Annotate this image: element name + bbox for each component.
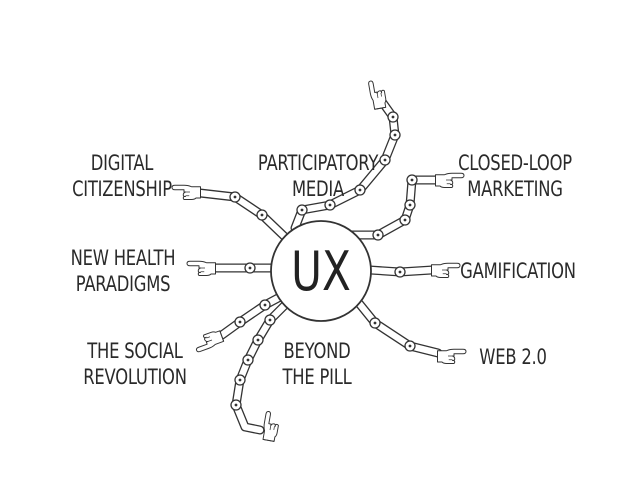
pointing-hand-icon: [437, 348, 467, 364]
pointing-hand-icon: [367, 78, 388, 111]
pointing-hand-icon: [192, 328, 225, 353]
node-web-2-0: WEB 2.0: [479, 345, 547, 369]
arm-web20: [353, 297, 443, 358]
center-node-circle: [270, 220, 372, 322]
center-node-label: UX: [291, 239, 351, 303]
pointing-hand-icon: [186, 260, 216, 276]
node-gamification: GAMIFICATION: [460, 259, 576, 283]
pointing-hand-icon: [261, 410, 281, 443]
